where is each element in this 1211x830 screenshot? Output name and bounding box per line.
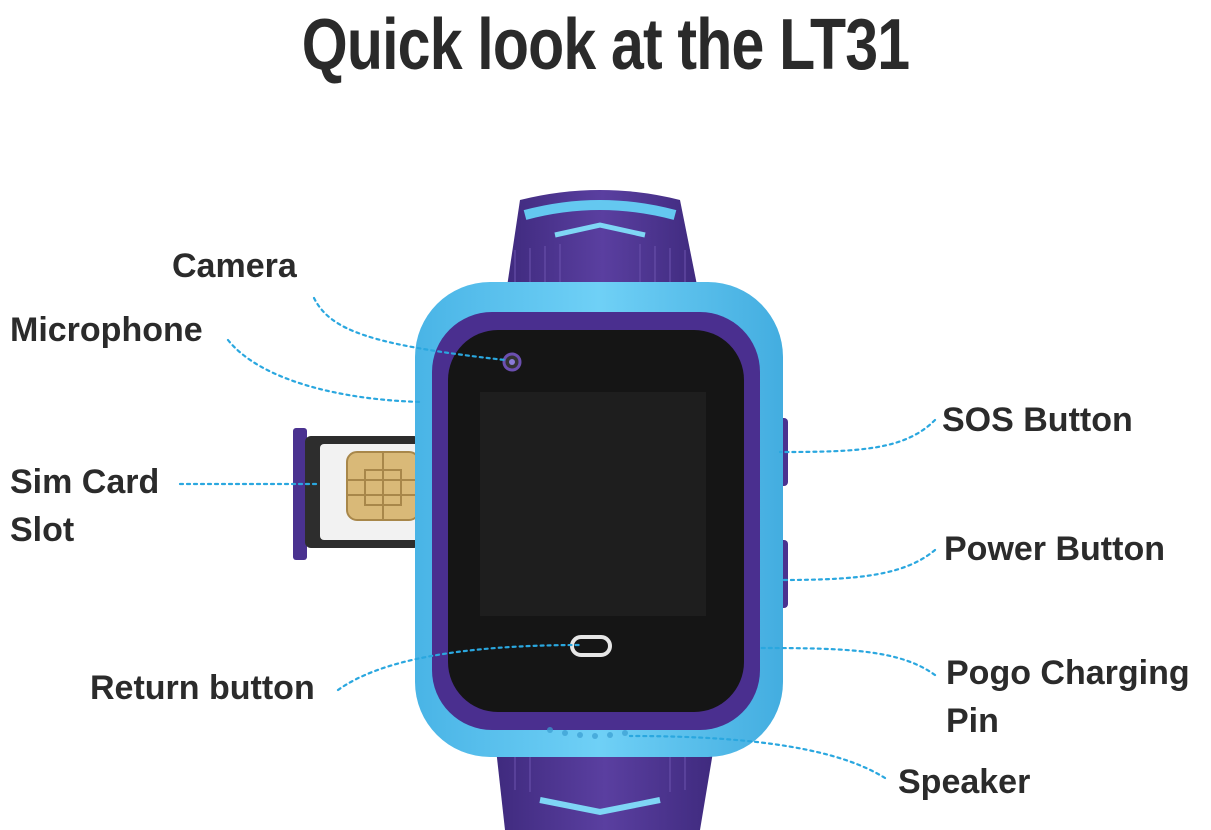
label-sim-card-line2: Slot <box>10 511 75 549</box>
leader-microphone <box>226 338 424 404</box>
label-pogo-line1: Pogo Charging <box>946 654 1190 692</box>
watch-body <box>415 282 788 757</box>
label-sim-card-line1: Sim Card <box>10 463 160 501</box>
leader-sos <box>778 418 937 454</box>
label-return-button: Return button <box>90 669 315 707</box>
label-speaker: Speaker <box>898 763 1031 801</box>
label-sos-button: SOS Button <box>942 401 1133 439</box>
label-pogo-line2: Pin <box>946 702 999 740</box>
label-power-button: Power Button <box>944 530 1165 568</box>
leader-camera <box>312 296 507 362</box>
label-camera: Camera <box>172 247 297 285</box>
page-title: Quick look at the LT31 <box>301 5 910 85</box>
leader-pogo <box>758 646 937 677</box>
sim-card-tray <box>293 428 420 560</box>
label-microphone: Microphone <box>10 311 203 349</box>
leader-speaker <box>628 734 887 780</box>
leader-return <box>336 643 584 692</box>
leader-power <box>780 548 937 582</box>
